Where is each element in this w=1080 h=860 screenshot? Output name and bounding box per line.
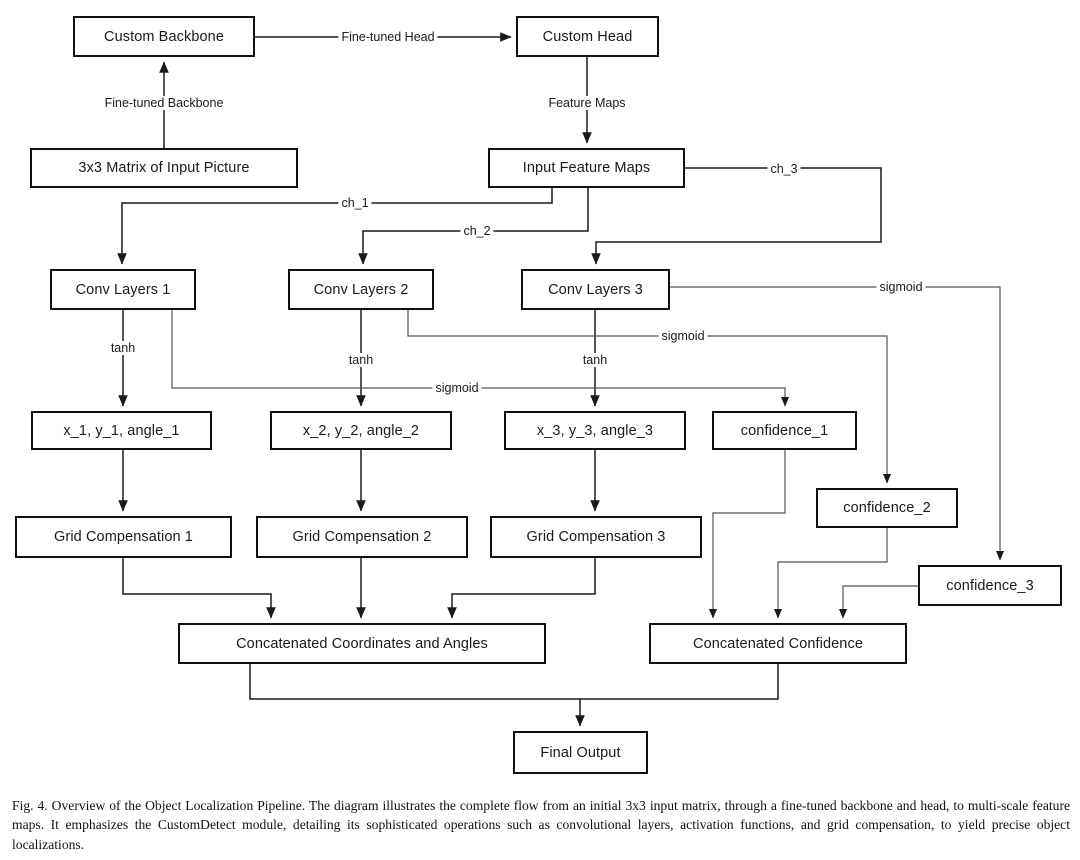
node-xya-2[interactable]: x_2, y_2, angle_2	[270, 411, 452, 450]
edge-label-fine-tuned-head: Fine-tuned Head	[338, 30, 438, 44]
node-confidence-1[interactable]: confidence_1	[712, 411, 857, 450]
edge-conf3-concat	[838, 585, 918, 619]
edge-sigmoid-2	[407, 310, 892, 484]
edge-conf2-concat	[773, 528, 888, 619]
figure-caption: Fig. 4. Overview of the Object Localizat…	[12, 798, 1070, 852]
node-confidence-2[interactable]: confidence_2	[816, 488, 958, 528]
node-concatenated-coordinates[interactable]: Concatenated Coordinates and Angles	[178, 623, 546, 664]
edge-label-feature-maps: Feature Maps	[545, 96, 629, 110]
node-grid-compensation-1[interactable]: Grid Compensation 1	[15, 516, 232, 558]
node-conv-layers-2[interactable]: Conv Layers 2	[288, 269, 434, 310]
node-custom-head[interactable]: Custom Head	[516, 16, 659, 57]
node-confidence-3[interactable]: confidence_3	[918, 565, 1062, 606]
node-xya-3[interactable]: x_3, y_3, angle_3	[504, 411, 686, 450]
edge-label-sigmoid-2: sigmoid	[658, 329, 708, 343]
edge-label-tanh-2: tanh	[345, 353, 377, 367]
edge-label-sigmoid-1: sigmoid	[432, 381, 482, 395]
node-xya-1[interactable]: x_1, y_1, angle_1	[31, 411, 212, 450]
node-input-feature-maps[interactable]: Input Feature Maps	[488, 148, 685, 188]
edge-label-sigmoid-3: sigmoid	[876, 280, 926, 294]
edge-label-fine-tuned-backbone: Fine-tuned Backbone	[101, 96, 227, 110]
node-input-matrix[interactable]: 3x3 Matrix of Input Picture	[30, 148, 298, 188]
node-custom-backbone[interactable]: Custom Backbone	[73, 16, 255, 57]
node-conv-layers-3[interactable]: Conv Layers 3	[521, 269, 670, 310]
edge-conf1-concat	[708, 450, 786, 619]
edge-sigmoid-3	[670, 286, 1005, 561]
node-grid-compensation-2[interactable]: Grid Compensation 2	[256, 516, 468, 558]
edge-ch1	[117, 188, 553, 265]
edge-concat-coords-to-final	[249, 664, 585, 727]
edge-label-tanh-1: tanh	[107, 341, 139, 355]
edge-label-tanh-3: tanh	[579, 353, 611, 367]
edge-grid1-concat	[122, 558, 276, 619]
edge-label-ch-1: ch_1	[338, 196, 372, 210]
edge-grid3-concat	[447, 558, 596, 619]
node-final-output[interactable]: Final Output	[513, 731, 648, 774]
node-conv-layers-1[interactable]: Conv Layers 1	[50, 269, 196, 310]
edge-label-ch-3: ch_3	[767, 162, 801, 176]
edge-concat-conf-to-final	[580, 664, 779, 700]
node-grid-compensation-3[interactable]: Grid Compensation 3	[490, 516, 702, 558]
edge-label-ch-2: ch_2	[460, 224, 494, 238]
edge-ch3	[591, 167, 882, 265]
node-concatenated-confidence[interactable]: Concatenated Confidence	[649, 623, 907, 664]
